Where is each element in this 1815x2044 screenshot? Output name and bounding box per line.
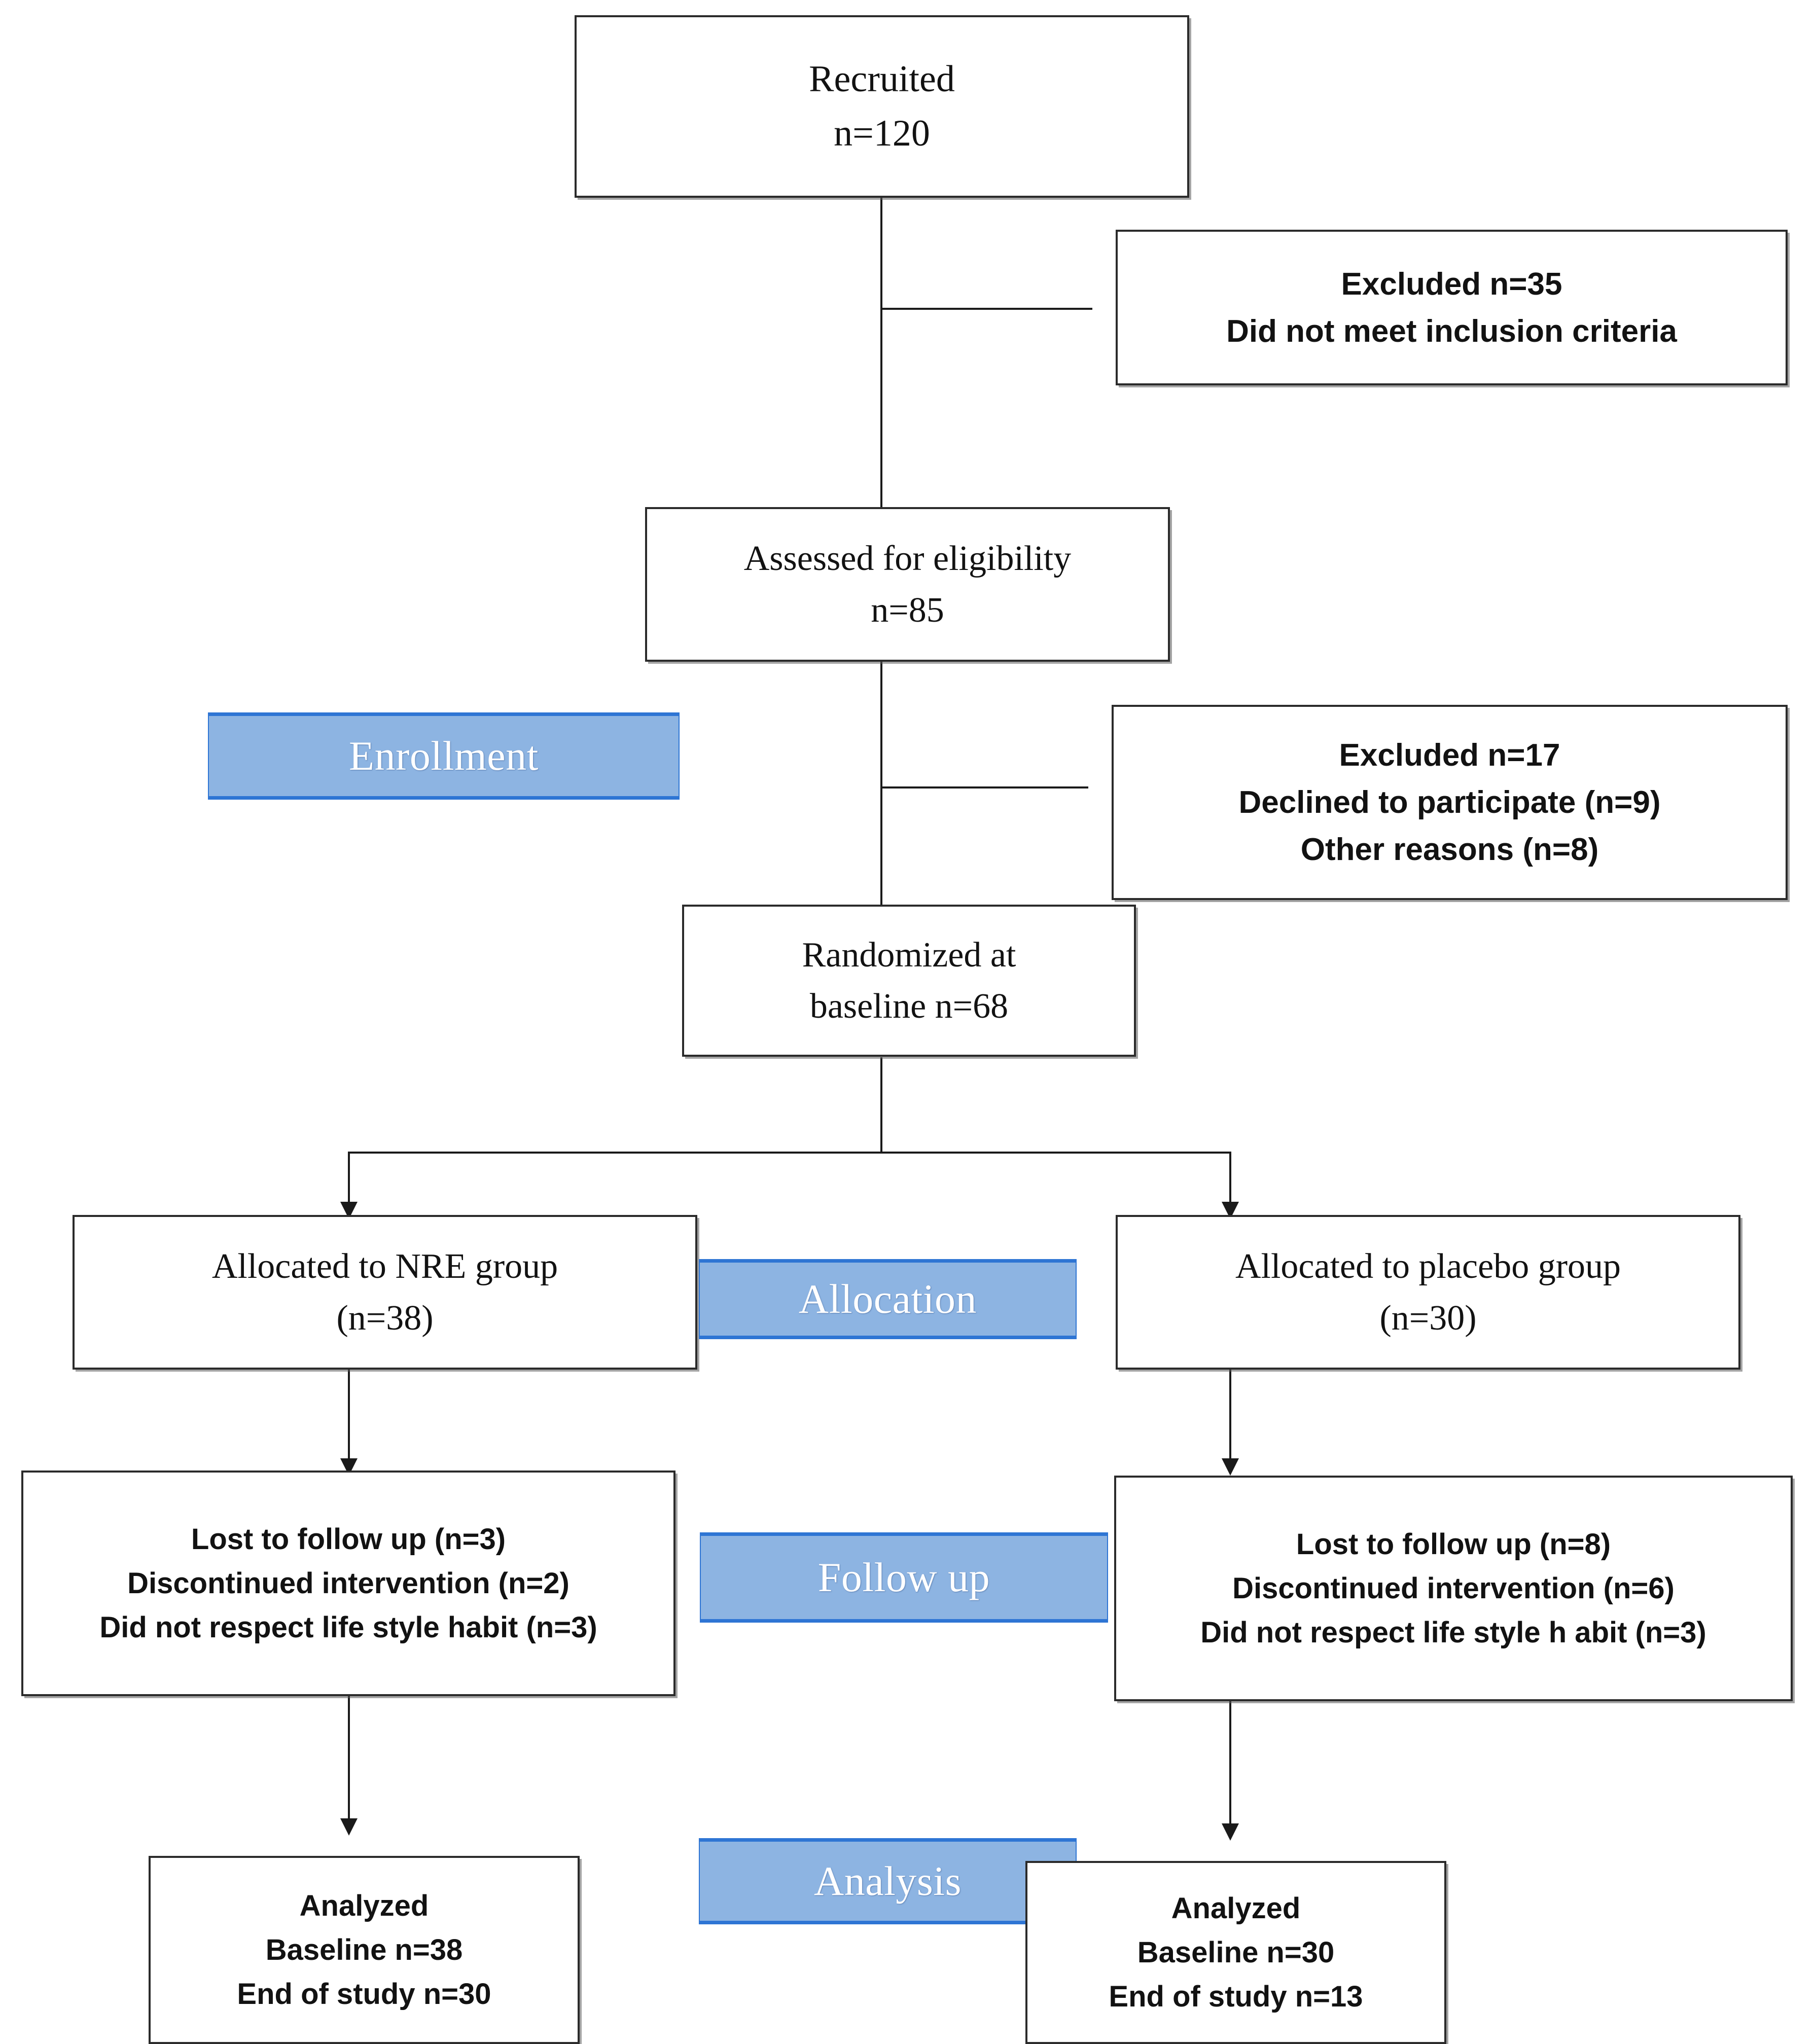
connector-allocright-to-followupright (1229, 1369, 1231, 1471)
node-excluded1-line2: Did not meet inclusion criteria (1226, 313, 1677, 349)
node-randomized-at-baseline: Randomized at baseline n=68 (682, 905, 1136, 1057)
node-randomized-line2: baseline n=68 (809, 987, 1009, 1026)
connector-randomized-stem (880, 1057, 882, 1154)
node-excluded2-line3: Other reasons (n=8) (1300, 832, 1599, 867)
node-analysis-right-line3: End of study n=13 (1109, 1980, 1363, 2013)
node-excluded2-line1: Excluded n=17 (1339, 738, 1560, 773)
connector-allocleft-to-followupleft (348, 1369, 350, 1471)
node-assessed-line1: Assessed for eligibility (743, 539, 1072, 578)
connector-followupright-to-analysisright (1229, 1701, 1231, 1836)
node-analysis-placebo: Analyzed Baseline n=30 End of study n=13 (1025, 1861, 1446, 2044)
node-assessed-line2: n=85 (871, 590, 944, 630)
stage-label-allocation: Allocation (699, 1259, 1077, 1339)
node-alloc-left-line2: (n=38) (336, 1298, 434, 1338)
node-recruited-line2: n=120 (834, 113, 930, 154)
connector-followupleft-to-analysisleft (348, 1696, 350, 1831)
node-followup-left-line2: Discontinued intervention (n=2) (127, 1567, 570, 1600)
arrowhead-to-analysis-right (1222, 1823, 1239, 1841)
connector-split-right-drop (1229, 1152, 1231, 1215)
stage-label-enrollment: Enrollment (208, 712, 680, 800)
stage-label-follow-up: Follow up (700, 1532, 1108, 1623)
node-followup-right-line3: Did not respect life style h abit (n=3) (1200, 1616, 1706, 1649)
node-followup-placebo: Lost to follow up (n=8) Discontinued int… (1114, 1476, 1793, 1701)
node-excluded-after-eligibility: Excluded n=17 Declined to participate (n… (1112, 705, 1788, 900)
node-followup-nre: Lost to follow up (n=3) Discontinued int… (21, 1471, 675, 1696)
node-analysis-right-line2: Baseline n=30 (1137, 1936, 1335, 1969)
stage-label-analysis-text: Analysis (814, 1858, 962, 1904)
node-recruited-line1: Recruited (809, 58, 955, 100)
connector-recruited-to-assessed (880, 196, 882, 507)
connector-assessed-to-randomized (880, 661, 882, 905)
node-analysis-left-line1: Analyzed (299, 1889, 429, 1922)
connector-allocation-split-bar (349, 1152, 1231, 1154)
node-analysis-right-line1: Analyzed (1171, 1892, 1301, 1925)
stage-label-follow-up-text: Follow up (817, 1554, 990, 1600)
node-allocated-placebo-group: Allocated to placebo group (n=30) (1116, 1215, 1740, 1370)
stage-label-enrollment-text: Enrollment (349, 733, 539, 779)
node-excluded2-line2: Declined to participate (n=9) (1238, 785, 1661, 820)
arrowhead-to-analysis-left (340, 1818, 358, 1836)
node-alloc-right-line1: Allocated to placebo group (1235, 1247, 1621, 1286)
node-followup-left-line1: Lost to follow up (n=3) (191, 1523, 506, 1556)
node-randomized-line1: Randomized at (802, 935, 1016, 975)
node-analysis-left-line2: Baseline n=38 (265, 1933, 463, 1966)
node-excluded1-line1: Excluded n=35 (1341, 266, 1562, 302)
node-followup-left-line3: Did not respect life style habit (n=3) (99, 1611, 597, 1644)
stage-label-analysis: Analysis (699, 1838, 1077, 1924)
node-alloc-right-line2: (n=30) (1379, 1298, 1477, 1338)
stage-label-allocation-text: Allocation (798, 1276, 977, 1322)
node-alloc-left-line1: Allocated to NRE group (211, 1247, 558, 1286)
node-followup-right-line1: Lost to follow up (n=8) (1296, 1528, 1611, 1561)
node-assessed-for-eligibility: Assessed for eligibility n=85 (645, 507, 1170, 662)
node-followup-right-line2: Discontinued intervention (n=6) (1232, 1572, 1675, 1605)
connector-split-left-drop (348, 1152, 350, 1215)
connector-assessed-to-excluded2 (880, 786, 1088, 788)
node-analysis-left-line3: End of study n=30 (237, 1978, 491, 2011)
node-recruited: Recruited n=120 (575, 15, 1189, 198)
node-allocated-nre-group: Allocated to NRE group (n=38) (73, 1215, 697, 1370)
arrowhead-to-followup-right (1222, 1458, 1239, 1476)
connector-recruited-to-excluded1 (880, 308, 1092, 310)
node-analysis-nre: Analyzed Baseline n=38 End of study n=30 (149, 1856, 580, 2044)
node-excluded-inclusion-criteria: Excluded n=35 Did not meet inclusion cri… (1116, 230, 1788, 385)
